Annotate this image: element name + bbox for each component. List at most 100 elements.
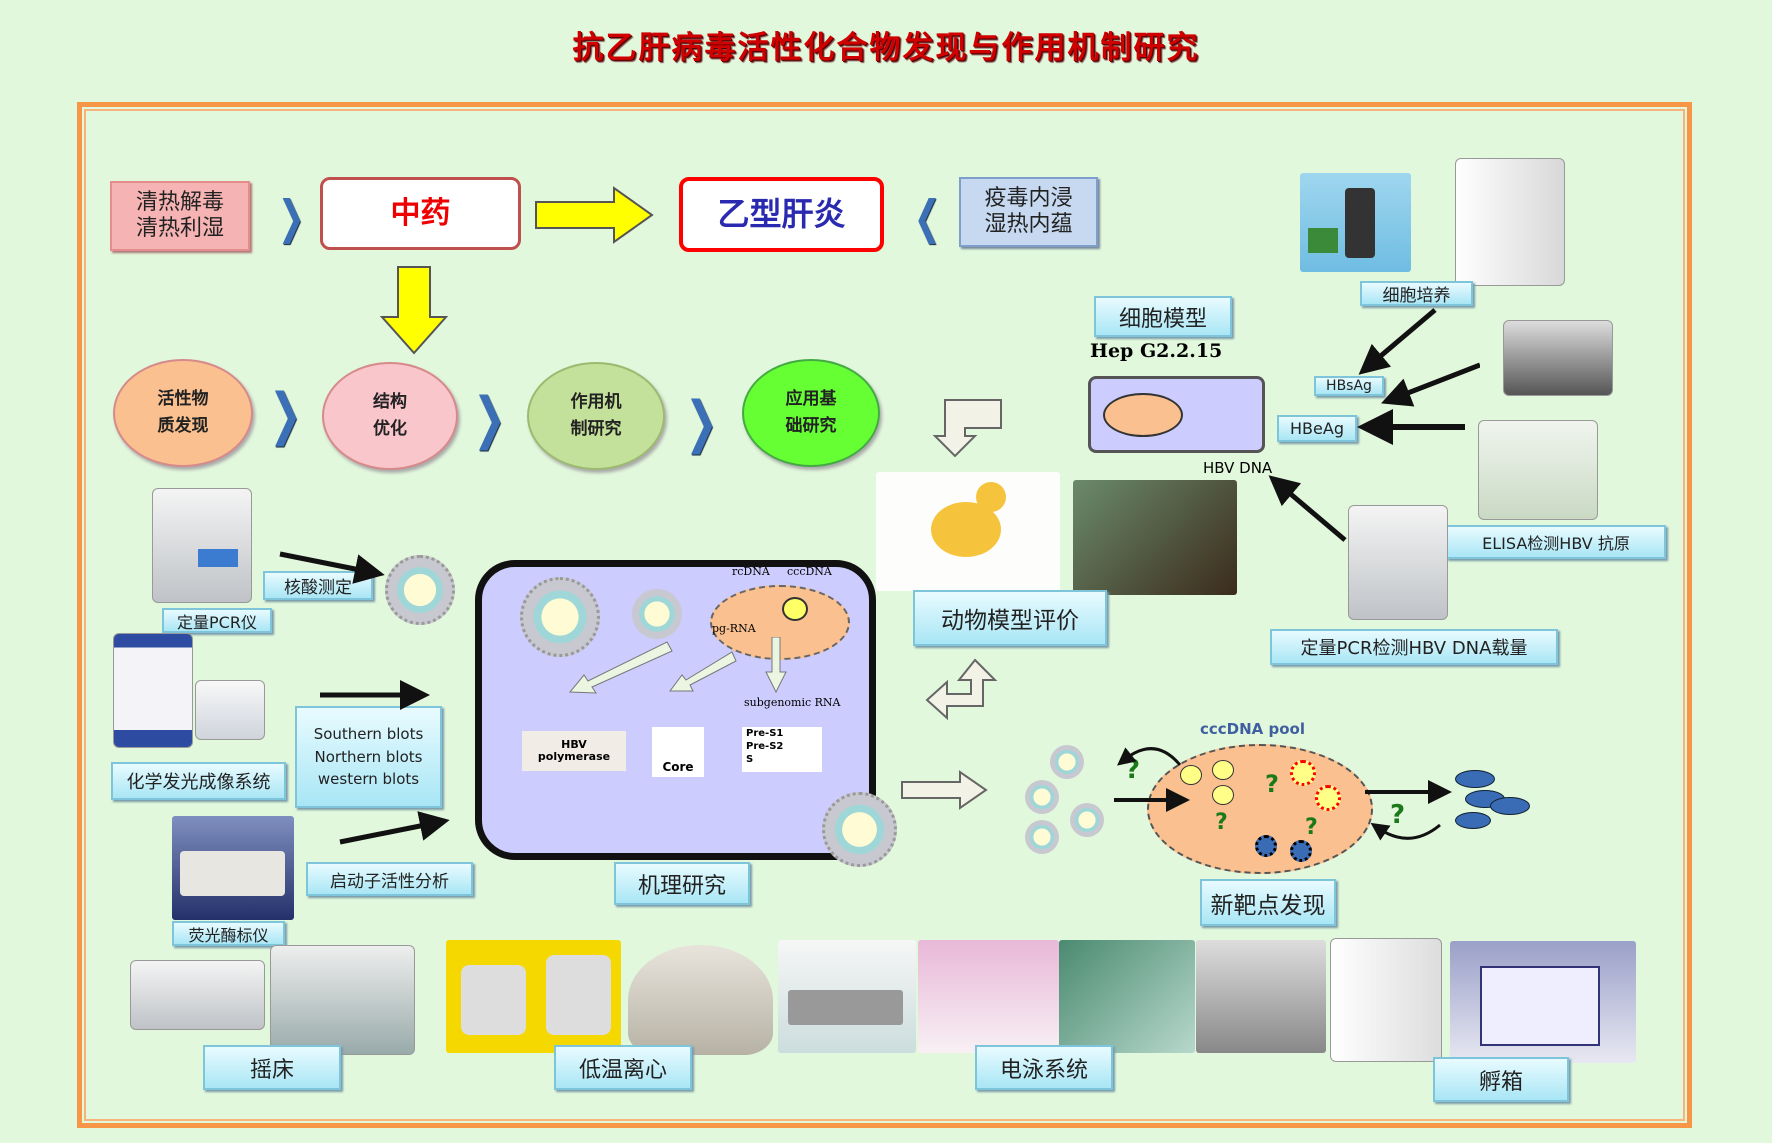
step-text: 础研究 xyxy=(785,416,837,436)
blot-text: Northern blots xyxy=(314,747,423,766)
principle-text: 清热利湿 xyxy=(135,216,224,241)
step-text: 作用机 xyxy=(570,391,622,412)
pgrna-text: pg-RNA xyxy=(712,622,756,635)
capsid-icon xyxy=(1025,820,1059,854)
flow-step-optimization: 结构优化 xyxy=(322,362,458,470)
power-supply-image xyxy=(778,940,916,1053)
pcr-machine-image xyxy=(1348,505,1448,620)
arrow-right-icon xyxy=(901,770,988,810)
flow-step-discovery: 活性物质发现 xyxy=(113,359,253,467)
pcr-label: 定量PCR仪 xyxy=(162,608,272,633)
surface-text: S xyxy=(746,754,754,765)
cell-model-label: 细胞模型 xyxy=(1094,296,1232,337)
diagram-frame xyxy=(77,102,1692,1128)
modified-cccdna-icon xyxy=(1315,785,1341,811)
cccdna-dot-icon xyxy=(1180,765,1202,785)
cccdna-icon xyxy=(782,597,808,621)
surface-text: Pre-S2 xyxy=(746,741,784,752)
capsid-icon xyxy=(1050,745,1084,779)
tcm-principles-box: 清热解毒 清热利湿 xyxy=(110,181,250,251)
pathogenesis-text: 湿热内蕴 xyxy=(984,212,1073,237)
microscope-image xyxy=(1300,173,1411,272)
step-text: 活性物 xyxy=(157,388,209,409)
core-card: Core xyxy=(652,727,704,777)
promoter-label: 启动子活性分析 xyxy=(306,862,473,896)
chevron-right-icon: ❯ xyxy=(473,386,506,451)
capsid-icon xyxy=(1070,803,1104,837)
flow-step-mechanism: 作用机制研究 xyxy=(527,362,665,470)
chevron-right-icon: ❯ xyxy=(269,382,302,447)
tcm-box: 中药 xyxy=(320,177,521,250)
mechanism-label: 机理研究 xyxy=(614,862,750,905)
micro-centrifuge-image xyxy=(628,945,773,1055)
blot-text: western blots xyxy=(317,770,420,789)
step-text: 质发现 xyxy=(157,416,209,436)
incubator-label: 孵箱 xyxy=(1433,1057,1569,1102)
tree-shrew-image xyxy=(1073,480,1237,595)
animal-model-label: 动物模型评价 xyxy=(913,590,1107,646)
step-text: 优化 xyxy=(373,419,407,439)
incubator-image xyxy=(1330,938,1442,1062)
polymerase-text: HBV xyxy=(561,737,587,751)
hbsag-label: HBsAg xyxy=(1314,376,1384,396)
shaker-image xyxy=(130,960,265,1030)
nucleus-shape xyxy=(1103,393,1183,437)
blot-text: Southern blots xyxy=(313,725,424,744)
hbeag-label: HBeAg xyxy=(1277,415,1357,442)
gel-box-image xyxy=(1196,940,1326,1053)
yellow-arrow-right-icon xyxy=(535,186,654,244)
bent-arrow-down-icon xyxy=(932,399,1002,458)
step-text: 结构 xyxy=(373,391,407,412)
silenced-cccdna-icon xyxy=(1290,840,1312,862)
protein-icon xyxy=(1455,812,1491,829)
imaging-system-image xyxy=(113,633,193,748)
rcdna-text: rcDNA xyxy=(732,565,770,578)
cell-line-text: Hep G2.2.15 xyxy=(1090,340,1223,362)
translation-arrows xyxy=(568,637,787,694)
capsid-icon xyxy=(1025,780,1059,814)
elisa-label: ELISA检测HBV 抗原 xyxy=(1446,525,1666,559)
luminometer-image xyxy=(172,816,294,920)
virus-particle-icon xyxy=(822,792,897,867)
cell-culture-label: 细胞培养 xyxy=(1360,281,1473,306)
virus-particle-icon xyxy=(520,577,600,657)
yellow-arrow-down-icon xyxy=(380,266,448,355)
step-text: 应用基 xyxy=(785,388,837,409)
cell-diagram xyxy=(1088,376,1265,453)
electrophoresis-label: 电泳系统 xyxy=(975,1045,1113,1090)
step-text: 制研究 xyxy=(570,419,622,439)
electrophoresis-image xyxy=(918,940,1059,1053)
protein-icon xyxy=(1490,797,1530,815)
surface-text: Pre-S1 xyxy=(746,728,784,739)
incubator-image xyxy=(1455,158,1565,286)
cccdna-dot-icon xyxy=(1212,785,1234,805)
cccdna-text: cccDNA xyxy=(787,565,832,578)
question-mark: ? xyxy=(1215,810,1228,835)
silenced-cccdna-icon xyxy=(1255,835,1277,857)
luminometer-label: 荧光酶标仪 xyxy=(172,921,285,946)
plate-washer-image xyxy=(1503,320,1613,396)
duckling-image xyxy=(876,472,1060,591)
cell-model-arrows xyxy=(1268,308,1480,542)
chevron-left-icon: ❮ xyxy=(913,190,941,244)
cccdna-pool-text: cccDNA pool xyxy=(1200,720,1305,738)
gel-tank-image xyxy=(1059,940,1195,1053)
pathogenesis-box: 疫毒内浸 湿热内蕴 xyxy=(959,177,1098,247)
question-mark: ? xyxy=(1265,770,1279,798)
capsid-icon xyxy=(632,589,682,639)
disease-box: 乙型肝炎 xyxy=(679,177,884,252)
principle-text: 清热解毒 xyxy=(135,189,224,215)
cccdna-dot-icon xyxy=(1212,760,1234,780)
question-mark: ? xyxy=(1305,815,1318,840)
page-title: 抗乙肝病毒活性化合物发现与作用机制研究 xyxy=(572,30,1200,66)
left-tool-arrows xyxy=(279,551,450,845)
incubator-image xyxy=(1450,941,1636,1063)
subgenomic-rna-text: subgenomic RNA xyxy=(744,696,841,709)
bent-arrow-bidirectional-icon xyxy=(925,658,998,721)
elisa-reader-image xyxy=(1478,420,1598,520)
imaging-label: 化学发光成像系统 xyxy=(111,762,286,800)
virus-particle-icon xyxy=(385,555,455,625)
